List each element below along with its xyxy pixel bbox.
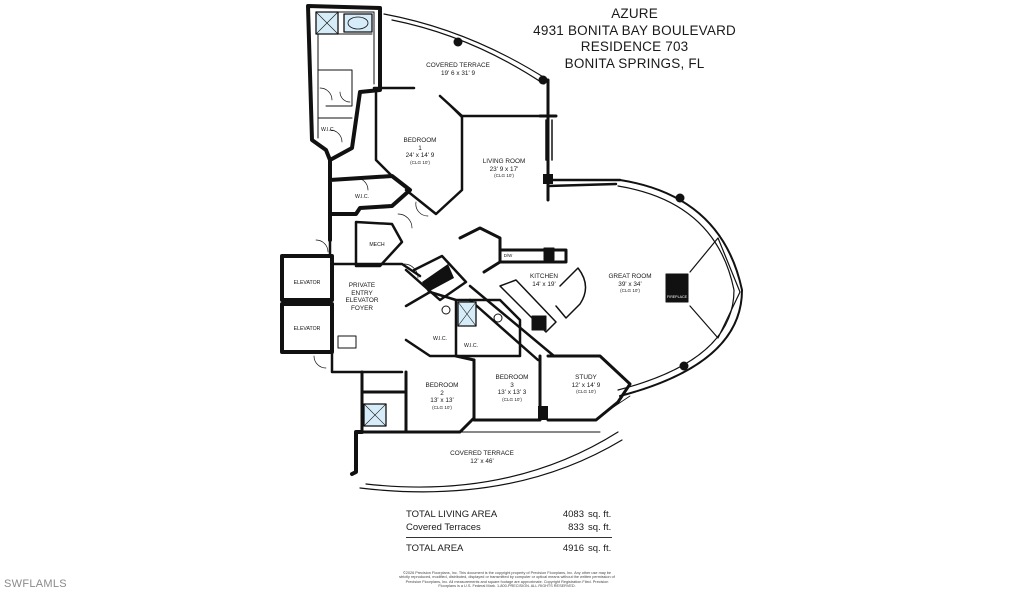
room-label-great-room: GREAT ROOM 39' x 34' (CLG 10') [608,273,652,294]
foyer-fixture [337,335,357,349]
foyer-doors [313,239,419,369]
column-3 [675,193,685,203]
room-label-bedroom-2: BEDROOM 2 13' x 13' (CLG 10') [425,382,459,410]
master-tub-basin [347,16,369,30]
room-label-covered-terrace-bottom: COVERED TERRACE 12' x 46' [450,450,514,465]
elevator-1-box [280,254,334,302]
wic-label-3: W.I.C. [433,336,447,342]
total-living-row: TOTAL LIVING AREA 4083 sq. ft. [406,508,618,521]
column-2 [538,75,548,85]
dw-label: D/W [504,253,513,258]
great-room-fireplace [665,273,689,303]
bedroom3-col [538,406,548,420]
mech-wall [354,220,404,268]
total-area-unit: sq. ft. [588,543,612,554]
kitchen-pantry [531,315,547,331]
core-diagonal [404,254,556,362]
total-area-row: TOTAL AREA 4916 sq. ft. [406,542,618,555]
total-living-label: TOTAL LIVING AREA [406,509,498,520]
room-label-foyer: PRIVATE ENTRY ELEVATOR FOYER [345,282,379,312]
kitchen-island [499,267,587,333]
great-room-fireplace-bay [689,237,741,339]
room-label-bedroom-3: BEDROOM 3 13' x 13' 3 (CLG 10') [495,374,529,402]
header-line-4: BONITA SPRINGS, FL [564,55,705,71]
bedroom2-wall [404,354,476,434]
bedroom1-doors [355,177,429,229]
wic-label-1: W.I.C. [321,127,335,133]
bedroom2-shower-x [363,403,387,427]
fireplace-label: FIREPLACE [667,295,688,299]
top-terrace-curve [383,13,549,85]
terraces-row: Covered Terraces 833 sq. ft. [406,521,618,534]
elevator-label-2: ELEVATOR [294,326,321,332]
great-room-curve-outer [619,179,743,397]
total-living-value: 4083 [562,509,584,520]
bottom-terrace-curve-inner [359,439,623,493]
mech-label: MECH [369,242,385,248]
room-label-study: STUDY 12' x 14' 9 (CLG 10') [571,374,601,395]
study-wall [546,354,632,422]
living-window [545,119,553,161]
wic-label-2: W.I.C. [355,194,369,200]
kitchen-fridge [543,247,555,261]
header-line-3: RESIDENCE 703 [580,39,689,54]
totals-divider [406,537,612,538]
terraces-value: 833 [568,522,584,533]
study-door [611,395,631,409]
bedroom1-west [372,86,464,216]
bath2-wall [404,290,522,358]
room-label-kitchen: KITCHEN 14' x 19' [529,273,559,288]
living-col [543,174,553,184]
area-totals: TOTAL LIVING AREA 4083 sq. ft. Covered T… [406,508,618,555]
terraces-label: Covered Terraces [406,522,481,533]
master-bath-wall [306,4,382,162]
room-label-living-room: LIVING ROOM 23' 9 x 17' (CLG 10') [482,158,526,179]
kitchen-wall [458,226,568,274]
property-header: AZURE 4931 BONITA BAY BOULEVARD RESIDENC… [533,6,736,72]
terraces-unit: sq. ft. [588,522,612,533]
living-south-wall [460,114,622,188]
total-area-value: 4916 [562,543,584,554]
header-line-1: AZURE [611,6,658,21]
bath2-x [457,301,477,327]
master-bath-doors [319,87,351,143]
core-black [422,264,454,292]
shower-x [315,11,339,35]
room-label-covered-terrace-top: COVERED TERRACE 19' 6 x 31' 9 [426,62,490,77]
elevator-label-1: ELEVATOR [294,280,321,286]
mls-watermark: SWFLAMLS [4,578,67,590]
bottom-terrace-left [350,430,364,476]
total-area-label: TOTAL AREA [406,543,464,554]
master-bath-inner [317,11,375,139]
copyright-notice: ©2026 Precision Floorplans, Inc. This do… [399,571,615,589]
column-4 [679,361,689,371]
great-room-curve-inner [617,185,735,391]
elevator-2-box [280,302,334,354]
header-line-2: 4931 BONITA BAY BOULEVARD [533,22,736,38]
room-label-bedroom-1: BEDROOM 1 24' x 14' 9 (CLG 10') [403,137,437,165]
bath2-toilet [441,305,451,315]
bedroom1-wall [328,158,412,242]
bedroom3-wall [472,354,542,422]
total-living-unit: sq. ft. [588,509,612,520]
terrace-arrow [439,95,463,119]
foyer-wall [328,238,422,374]
bottom-terrace-curve-outer [365,431,619,488]
column-1 [453,37,463,47]
wic-label-4: W.I.C. [464,343,478,349]
bath3-toilet [493,313,503,323]
